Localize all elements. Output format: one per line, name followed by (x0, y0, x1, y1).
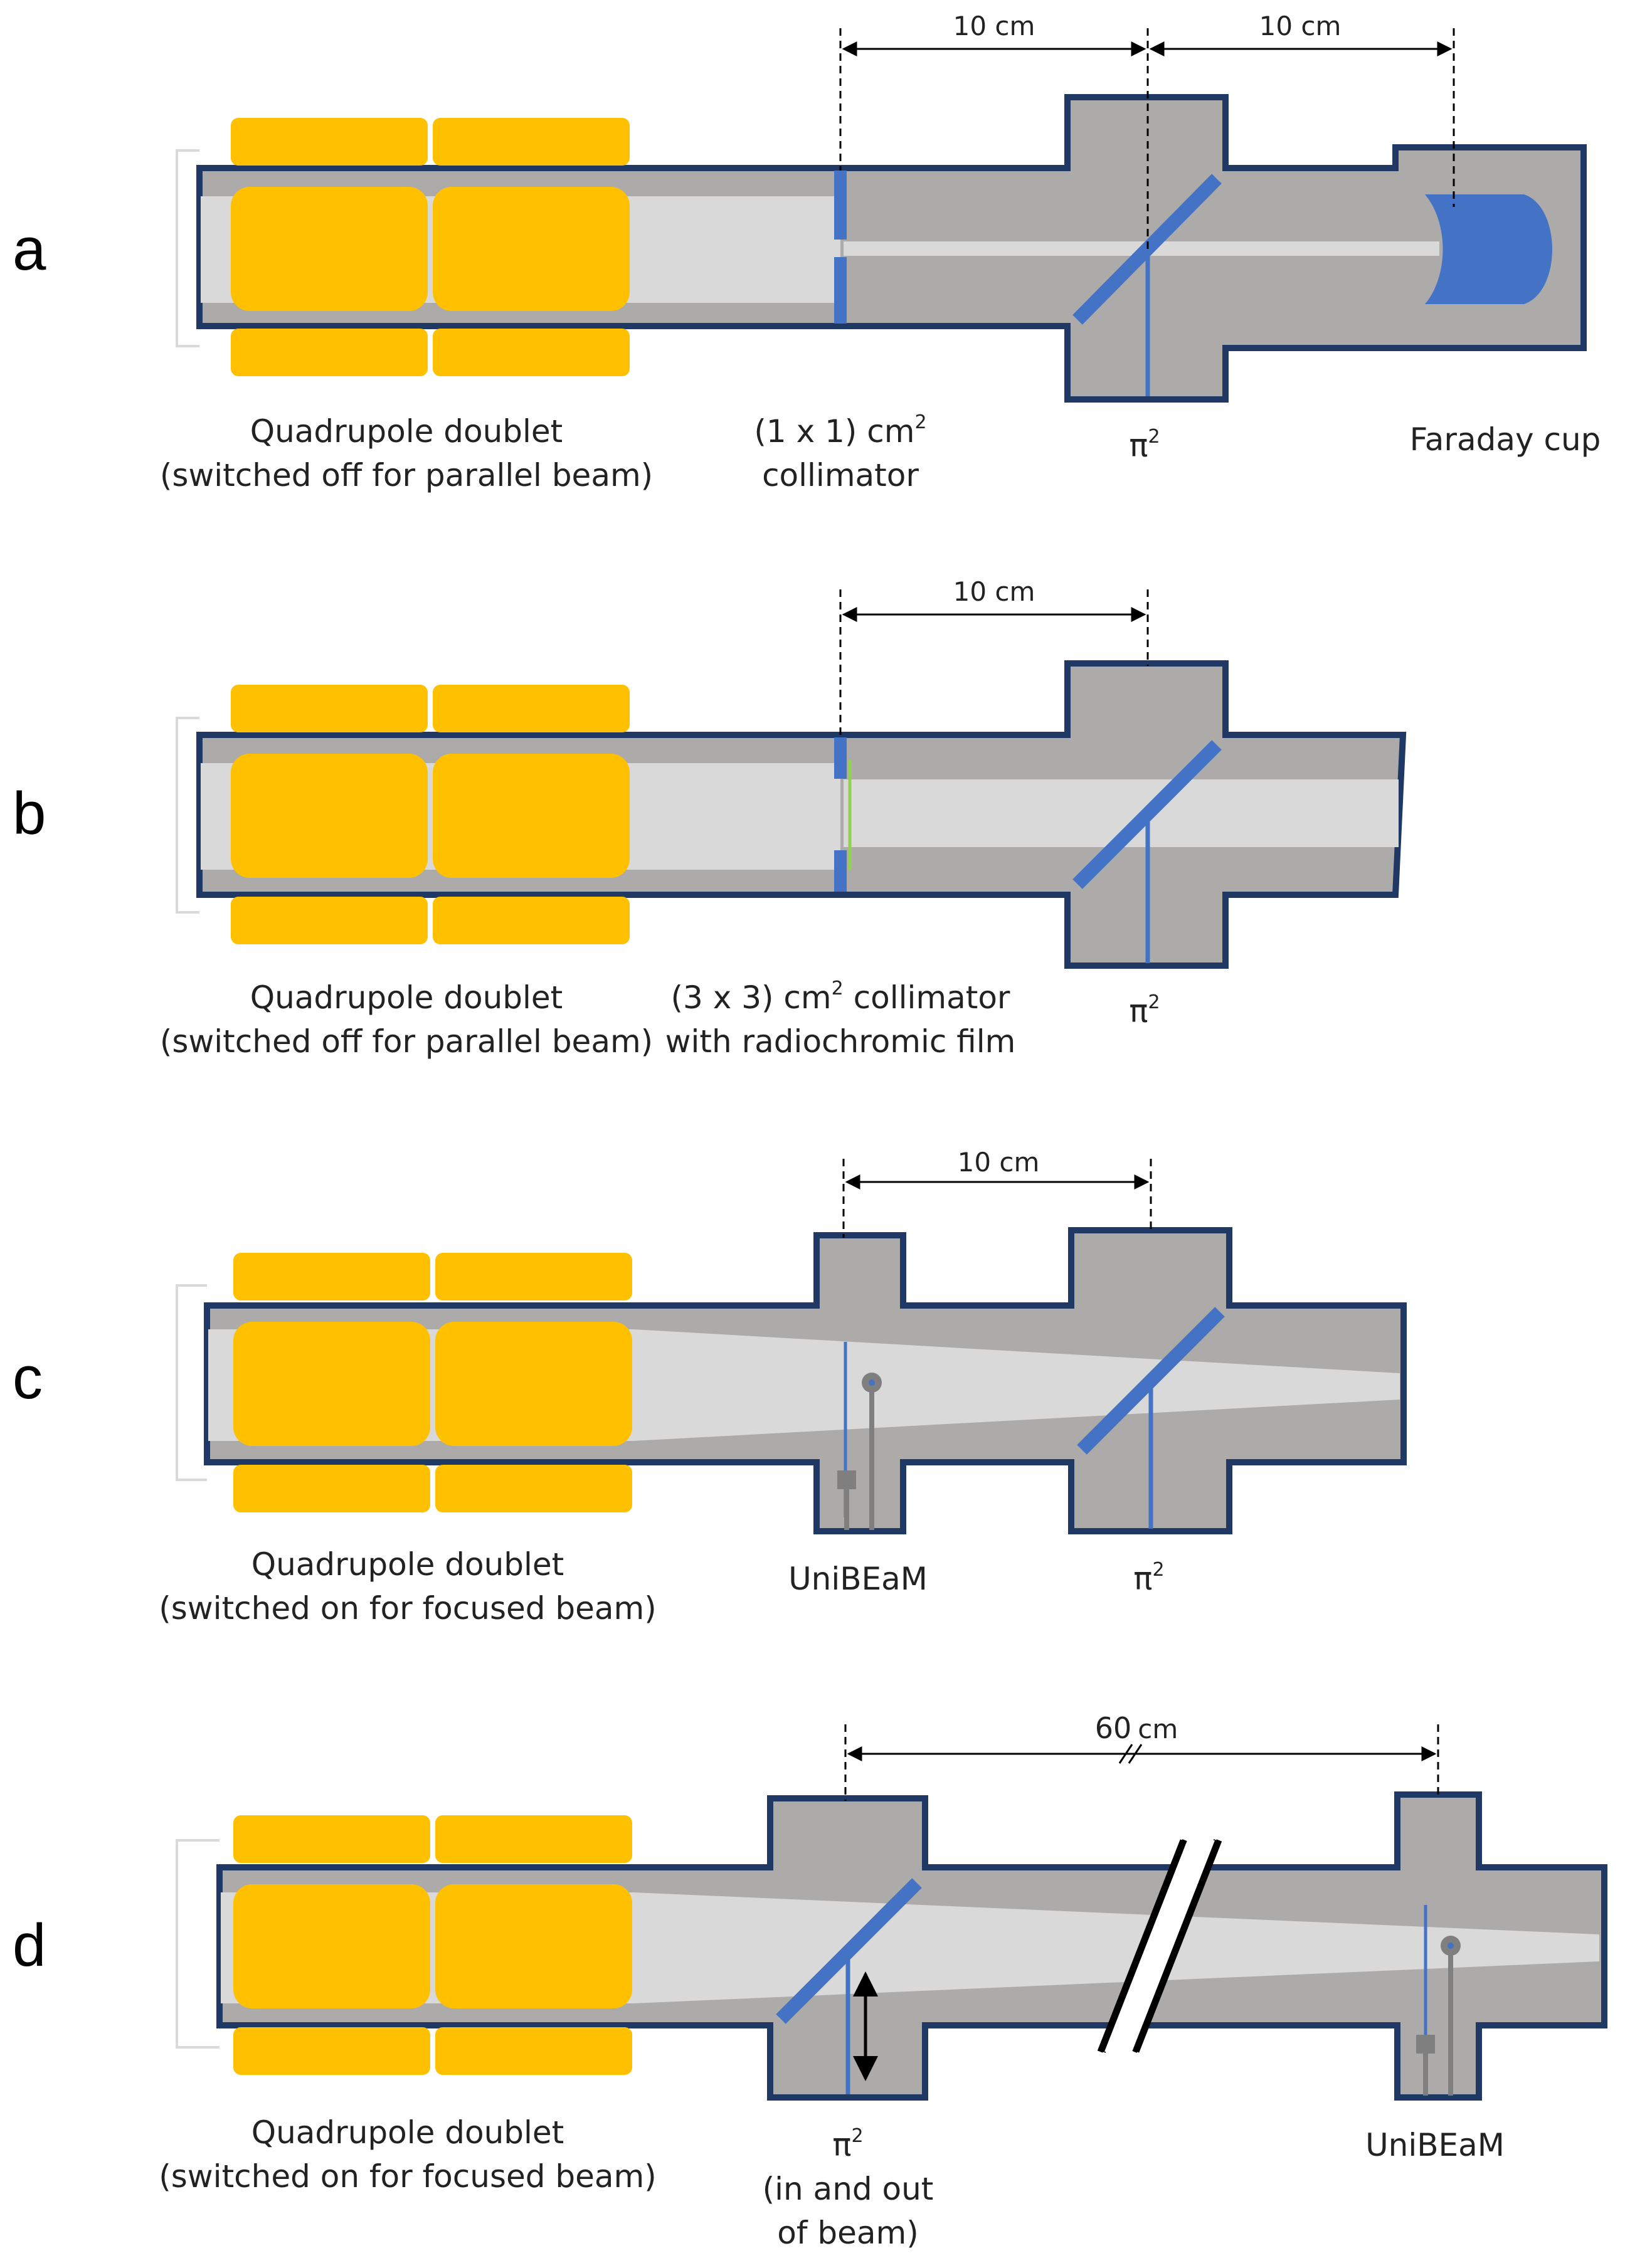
pipe-break (1097, 1839, 1222, 2053)
panel-letter-d: d (13, 1912, 46, 1979)
quadrupole-doublet-a (231, 118, 630, 376)
collimator-a (834, 171, 847, 324)
panel-letter-a: a (13, 216, 46, 283)
panel-letter-c: c (13, 1344, 43, 1411)
pi2-detector-d (776, 1878, 922, 2094)
pi2-caption-d1: π2 (832, 2125, 863, 2163)
faraday-cup (1425, 194, 1552, 304)
pi2-detector-c (1077, 1307, 1225, 1529)
pi2-detector-a (1072, 174, 1222, 396)
quadrupole-doublet-c (233, 1253, 632, 1512)
collimator-caption-a2: collimator (762, 457, 919, 493)
quad-caption-d2: (switched on for focused beam) (159, 2158, 657, 2195)
dimension-label-a2: 10 cm (1259, 11, 1342, 41)
unibeam-c (837, 1342, 882, 1530)
quad-caption-d1: Quadrupole doublet (251, 2114, 564, 2151)
panel-letter-b: b (13, 780, 46, 847)
collimator-caption-b1: (3 x 3) cm2 collimator (671, 978, 1010, 1016)
quad-caption-c2: (switched on for focused beam) (159, 1590, 657, 1627)
panel-a: a (13, 11, 1601, 493)
pi2-detector-b (1072, 740, 1222, 963)
quadrupole-doublet-d (233, 1815, 632, 2075)
panel-d: d (13, 1711, 1607, 2251)
pi2-caption-b: π2 (1129, 991, 1160, 1030)
collimator-caption-a1: (1 x 1) cm2 (754, 411, 926, 450)
unibeam-caption-c: UniBEaM (788, 1561, 928, 1597)
unibeam-caption-d: UniBEaM (1365, 2127, 1505, 2163)
collimator-b (834, 737, 852, 892)
dimension-label-c1: 10 cm (958, 1147, 1040, 1178)
dimension-label-b1: 10 cm (953, 576, 1035, 607)
pi2-caption-a: π2 (1129, 426, 1160, 464)
panel-b: b 10 cm Quadrupole doublet (switched off (13, 576, 1407, 1060)
pi2-caption-d3: of beam) (777, 2215, 918, 2251)
quad-caption-a2: (switched off for parallel beam) (160, 457, 653, 493)
quadrupole-doublet-b (231, 685, 630, 944)
panel-c: c 10 cm Quadrupole doublet (13, 1147, 1407, 1627)
collimator-caption-b2: with radiochromic film (665, 1023, 1016, 1060)
unibeam-d (1416, 1905, 1461, 2096)
dimension-label-a1: 10 cm (953, 11, 1035, 41)
faraday-caption: Faraday cup (1410, 421, 1601, 458)
pi2-caption-d2: (in and out (763, 2171, 934, 2207)
quad-caption-b1: Quadrupole doublet (250, 979, 563, 1016)
pi2-caption-c: π2 (1133, 1559, 1164, 1597)
quad-caption-a1: Quadrupole doublet (250, 413, 563, 450)
quad-caption-b2: (switched off for parallel beam) (160, 1023, 653, 1060)
quad-caption-c1: Quadrupole doublet (251, 1546, 564, 1583)
